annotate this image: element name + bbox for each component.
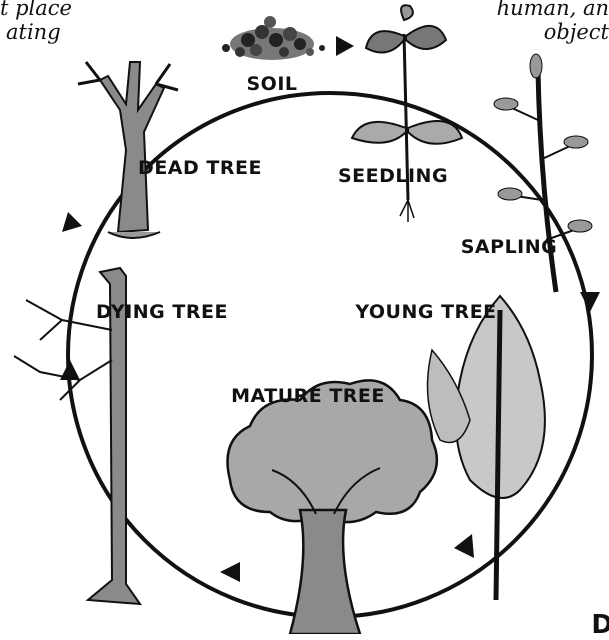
- arrow-young-to-mature-icon: [454, 534, 474, 558]
- stage-label-young-tree: YOUNG TREE: [354, 301, 496, 323]
- stage-label-dying-tree: DYING TREE: [96, 301, 228, 323]
- soil-illustration: [222, 16, 325, 60]
- stage-label-mature-tree: MATURE TREE: [231, 385, 385, 407]
- stage-label-sapling: SAPLING: [461, 236, 558, 258]
- mature-tree-illustration: [228, 380, 437, 634]
- stage-label-soil: SOIL: [246, 73, 297, 95]
- arrow-soil-to-seedling-icon: [336, 36, 354, 56]
- stage-label-seedling: SEEDLING: [338, 165, 448, 187]
- stage-label-dead-tree: DEAD TREE: [138, 157, 262, 179]
- seedling-illustration: [352, 5, 462, 222]
- arrow-mature-to-dying-icon: [220, 562, 240, 582]
- dead-tree-illustration: [78, 62, 178, 238]
- arrow-sapling-to-young-icon: [580, 292, 600, 312]
- arrow-dead-to-soil-icon: [62, 212, 82, 232]
- young-tree-illustration: [428, 296, 545, 600]
